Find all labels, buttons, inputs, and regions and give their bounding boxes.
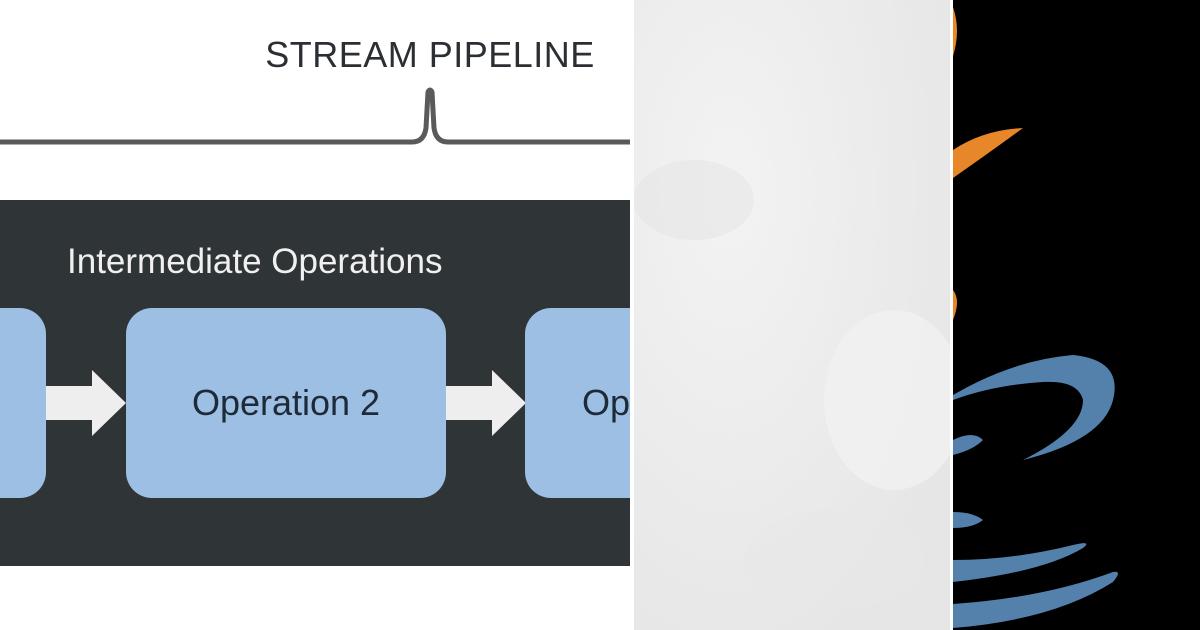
operation-box-2: Operation 2 bbox=[126, 308, 446, 498]
pipeline-title: STREAM PIPELINE bbox=[265, 34, 595, 75]
intermediate-operations-block: Intermediate Operations Operation 2 Op bbox=[0, 200, 630, 566]
operation-label-3: Op bbox=[582, 382, 630, 423]
operation-box-1 bbox=[0, 308, 46, 498]
paper-texture bbox=[634, 0, 950, 630]
java-logo-panel bbox=[953, 0, 1200, 630]
pipeline-brace bbox=[0, 87, 630, 145]
operation-label-2: Operation 2 bbox=[191, 382, 381, 423]
stream-pipeline-diagram: STREAM PIPELINE Intermediate Operations … bbox=[0, 34, 630, 566]
intermediate-operations-heading: Intermediate Operations bbox=[67, 242, 443, 281]
paper-texture-panel bbox=[634, 0, 950, 630]
operation-box-3: Op bbox=[525, 308, 630, 498]
arrow-right-icon bbox=[46, 370, 126, 436]
coffee-cup-logo-icon bbox=[953, 7, 1118, 628]
arrow-right-icon bbox=[446, 370, 526, 436]
